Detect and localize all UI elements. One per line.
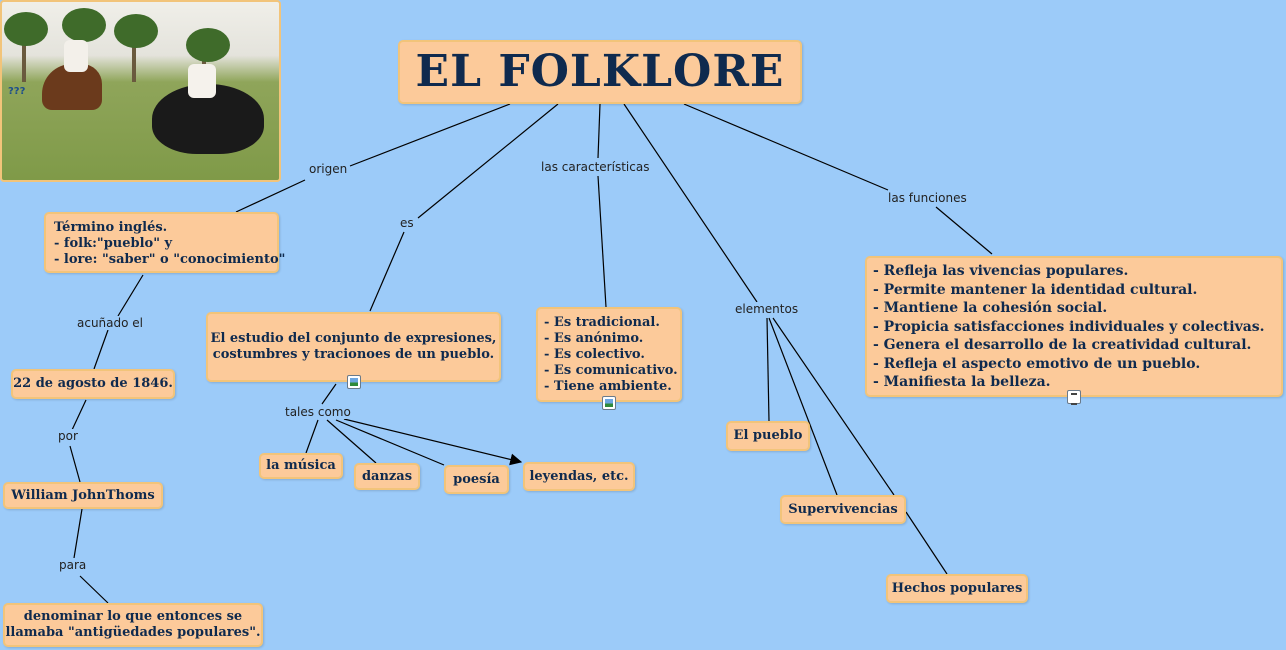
- note-icon[interactable]: [1067, 390, 1081, 405]
- autor-node[interactable]: William JohnThoms: [3, 482, 163, 509]
- estudio-node[interactable]: El estudio del conjunto de expresiones, …: [206, 312, 501, 382]
- denominar-line: denominar lo que entonces se: [23, 609, 243, 624]
- estudio-line: El estudio del conjunto de expresiones,: [210, 331, 497, 346]
- termino-line: - lore: "saber" o "conocimiento": [54, 252, 286, 267]
- link-label-funciones: las funciones: [886, 191, 969, 205]
- pueblo-text: El pueblo: [733, 428, 803, 443]
- funcion-item: - Propicia satisfacciones individuales y…: [873, 318, 1265, 335]
- musica-text: la música: [266, 458, 336, 473]
- pueblo-node[interactable]: El pueblo: [726, 421, 810, 451]
- fecha-text: 22 de agosto de 1846.: [13, 376, 173, 391]
- caracteristica-item: - Es anónimo.: [544, 331, 644, 346]
- estudio-line: costumbres y tracionoes de un pueblo.: [212, 347, 495, 362]
- dancer-figure: [188, 64, 216, 98]
- link-label-elementos: elementos: [733, 302, 801, 316]
- link-label-acunado: acuñado el: [75, 316, 146, 330]
- funcion-item: - Mantiene la cohesión social.: [873, 300, 1108, 316]
- funcion-item: - Manifiesta la belleza.: [873, 374, 1051, 390]
- caracteristica-item: - Tiene ambiente.: [544, 379, 672, 394]
- link-label-origen: origen: [307, 162, 350, 176]
- fecha-node[interactable]: 22 de agosto de 1846.: [11, 369, 175, 399]
- funcion-item: - Refleja el aspecto emotivo de un puebl…: [873, 355, 1201, 372]
- image-icon[interactable]: [347, 375, 361, 389]
- caracteristicas-node[interactable]: - Es tradicional. - Es anónimo. - Es col…: [536, 307, 682, 402]
- hechos-node[interactable]: Hechos populares: [886, 574, 1028, 603]
- image-icon[interactable]: [602, 396, 616, 410]
- photo-tag: ???: [8, 86, 26, 97]
- supervivencias-text: Supervivencias: [788, 501, 898, 517]
- danzas-node[interactable]: danzas: [354, 463, 420, 490]
- link-label-por: por: [56, 429, 80, 443]
- link-label-para: para: [57, 558, 89, 572]
- funciones-node[interactable]: - Refleja las vivencias populares. - Per…: [865, 256, 1283, 397]
- poesia-node[interactable]: poesía: [444, 465, 509, 494]
- denominar-node[interactable]: denominar lo que entonces se llamaba "an…: [3, 603, 263, 647]
- page-title: EL FOLKLORE: [415, 46, 785, 97]
- supervivencias-node[interactable]: Supervivencias: [780, 495, 906, 524]
- danzas-text: danzas: [361, 468, 413, 484]
- poesia-text: poesía: [453, 471, 500, 487]
- termino-node[interactable]: Término inglés. - folk:"pueblo" y - lore…: [44, 212, 286, 273]
- leyendas-node[interactable]: leyendas, etc.: [523, 462, 635, 491]
- musica-node[interactable]: la música: [259, 453, 343, 479]
- denominar-line: llamaba "antigüedades populares".: [5, 625, 261, 640]
- funcion-item: - Refleja las vivencias populares.: [873, 263, 1129, 279]
- caracteristica-item: - Es colectivo.: [544, 347, 645, 362]
- link-label-caracteristicas: las características: [539, 160, 652, 174]
- link-label-es: es: [398, 216, 416, 230]
- caracteristica-item: - Es tradicional.: [544, 315, 660, 330]
- rider-figure: [64, 40, 88, 72]
- link-label-tales-como: tales como: [283, 405, 353, 419]
- leyendas-text: leyendas, etc.: [529, 468, 629, 484]
- termino-line: - folk:"pueblo" y: [54, 236, 173, 251]
- folk-dance-photo: ???: [0, 0, 281, 182]
- funcion-item: - Permite mantener la identidad cultural…: [873, 281, 1198, 298]
- termino-line: Término inglés.: [54, 220, 168, 235]
- autor-text: William JohnThoms: [11, 487, 155, 503]
- hechos-text: Hechos populares: [891, 580, 1023, 596]
- funcion-item: - Genera el desarrollo de la creatividad…: [873, 337, 1252, 353]
- caracteristica-item: - Es comunicativo.: [544, 363, 678, 378]
- main-title-node[interactable]: EL FOLKLORE: [398, 40, 802, 104]
